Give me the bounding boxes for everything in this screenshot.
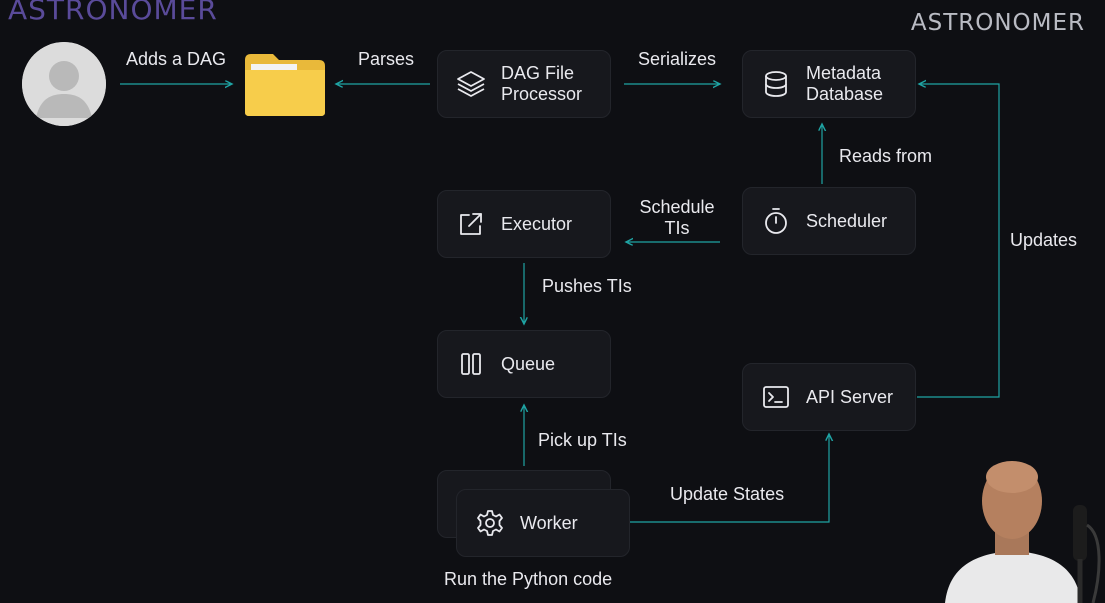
- edge-updates: [917, 84, 1000, 398]
- caption-run-python: Run the Python code: [444, 569, 613, 589]
- edge-label-pushes-tis: Pushes TIs: [542, 276, 632, 296]
- executor-node[interactable]: Executor: [437, 190, 611, 258]
- worker-label: Worker: [520, 512, 578, 533]
- edge-label-serializes: Serializes: [638, 49, 717, 69]
- queue-node[interactable]: Queue: [437, 330, 611, 398]
- dag-folder-icon: [243, 50, 327, 118]
- astronomer-logo-right: ASTRONOMER: [910, 10, 1085, 36]
- astronomer-logo-left: ASTRONOMER: [8, 0, 218, 26]
- dag-file-processor-label-1: DAG File: [501, 63, 575, 83]
- metadata-database-label-1: Metadata: [806, 63, 882, 83]
- scheduler-label: Scheduler: [806, 210, 888, 231]
- api-server-label: API Server: [806, 386, 894, 407]
- edge-label-adds-a-dag: Adds a DAG: [126, 49, 227, 69]
- edge-label-schedule-tis-1: Schedule: [639, 197, 715, 217]
- dag-file-processor-label-2: Processor: [501, 84, 583, 104]
- user-avatar-icon: [22, 42, 106, 126]
- edge-update-states: [630, 434, 829, 523]
- api-server-node[interactable]: API Server: [742, 363, 916, 431]
- presenter-webcam: [925, 455, 1105, 603]
- edge-label-update-states: Update States: [670, 484, 785, 504]
- metadata-database-node[interactable]: Metadata Database: [742, 50, 916, 118]
- queue-label: Queue: [501, 353, 556, 374]
- edge-label-schedule-tis: Schedule TIs: [632, 197, 722, 239]
- edge-label-schedule-tis-2: TIs: [664, 218, 690, 238]
- gear-icon: [475, 508, 505, 538]
- pause-columns-icon: [456, 349, 486, 379]
- edge-label-updates: Updates: [1010, 230, 1078, 250]
- edge-label-pick-up-tis: Pick up TIs: [538, 430, 627, 450]
- stopwatch-icon: [761, 206, 791, 236]
- external-link-icon: [456, 209, 486, 239]
- database-icon: [761, 69, 791, 99]
- layers-icon: [456, 69, 486, 99]
- executor-label: Executor: [501, 213, 573, 234]
- scheduler-node[interactable]: Scheduler: [742, 187, 916, 255]
- edge-label-parses: Parses: [358, 49, 415, 69]
- metadata-database-label-2: Database: [806, 84, 884, 104]
- edge-label-reads-from: Reads from: [839, 146, 933, 166]
- dag-file-processor-node[interactable]: DAG File Processor: [437, 50, 611, 118]
- terminal-icon: [761, 382, 791, 412]
- worker-node[interactable]: Worker: [456, 489, 630, 557]
